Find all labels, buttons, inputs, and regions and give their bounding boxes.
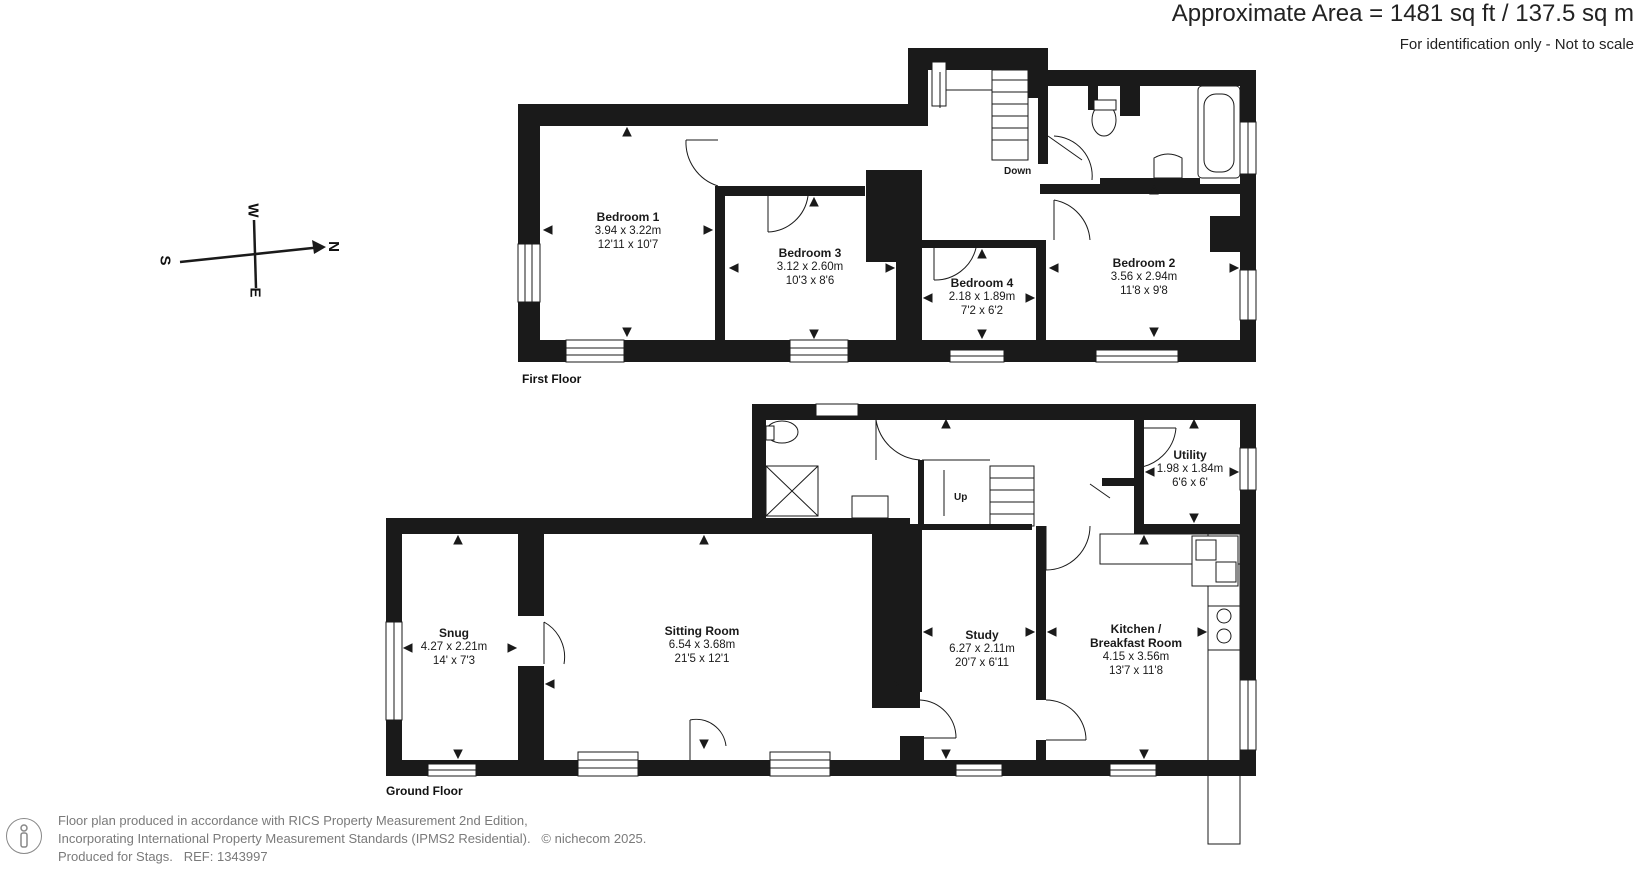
room-snug: Snug 4.27 x 2.21m 14' x 7'3 (420, 626, 488, 667)
approximate-area-label: Approximate Area = 1481 sq ft / 137.5 sq… (1171, 0, 1634, 27)
room-bedroom-1: Bedroom 1 3.94 x 3.22m 12'11 x 10'7 (594, 210, 662, 251)
room-bedroom-4: Bedroom 4 2.18 x 1.89m 7'2 x 6'2 (948, 276, 1016, 317)
footer-copyright: © nichecom 2025. (541, 831, 647, 846)
ground-floor-stair (922, 459, 1035, 527)
identification-note: For identification only - Not to scale (1399, 36, 1634, 53)
room-bedroom-2: Bedroom 2 3.56 x 2.94m 11'8 x 9'8 (1110, 256, 1178, 297)
footer-line-2: Incorporating International Property Mea… (58, 831, 647, 846)
compass-east-label: E (246, 287, 264, 298)
ground-floor-label: Ground Floor (386, 784, 463, 798)
room-study: Study 6.27 x 2.11m 20'7 x 6'11 (949, 628, 1015, 669)
dimension-arrows (402, 126, 1240, 760)
bathroom-fixtures (1091, 85, 1241, 179)
stair-down-label: Down (1004, 166, 1032, 177)
room-bedroom-3: Bedroom 3 3.12 x 2.60m 10'3 x 8'6 (776, 246, 844, 287)
compass-west-label: W (244, 203, 262, 218)
ground-floor-fixtures (765, 420, 1241, 845)
ground-floor-doors (543, 419, 1177, 760)
room-kitchen-breakfast: Kitchen / Breakfast Room 4.15 x 3.56m 13… (1089, 622, 1183, 677)
room-sitting-room: Sitting Room 6.54 x 3.68m 21'5 x 12'1 (664, 624, 740, 665)
room-utility: Utility 1.98 x 1.84m 6'6 x 6' (1156, 448, 1224, 489)
ground-floor-windows (385, 403, 1257, 777)
footer-line-1: Floor plan produced in accordance with R… (58, 813, 528, 828)
ground-floor-walls (386, 404, 1256, 776)
first-floor-walls (518, 48, 1256, 362)
footer-ref: REF: 1343997 (183, 849, 268, 864)
person-info-icon (6, 818, 42, 854)
first-floor-stair (939, 69, 1029, 161)
compass-south-label: S (156, 255, 174, 266)
compass-icon (179, 219, 326, 289)
first-floor-label: First Floor (522, 372, 582, 386)
footer-line-3: Produced for Stags. REF: 1343997 (58, 849, 268, 864)
footer-disclaimer: Floor plan produced in accordance with R… (58, 812, 646, 866)
stair-up-label: Up (954, 492, 968, 503)
compass-north-label: N (324, 241, 342, 252)
first-floor-doors (685, 135, 1093, 281)
